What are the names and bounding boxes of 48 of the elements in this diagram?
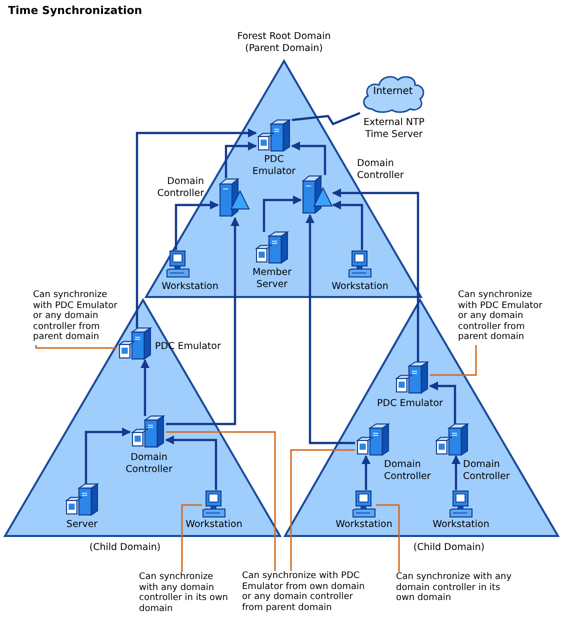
arrow	[362, 455, 370, 490]
arrow	[262, 196, 302, 232]
leader-line	[181, 504, 202, 572]
leader-line	[376, 504, 400, 572]
device-label: PDC Emulator	[251, 154, 297, 178]
arrow	[136, 128, 257, 328]
domain-label: (Child Domain)	[412, 542, 486, 554]
arrow	[332, 188, 420, 362]
callout-text: Can synchronize with any domain controller in its own domain	[139, 572, 235, 616]
device-label: Domain Controller	[124, 452, 174, 476]
connector-line	[292, 112, 360, 126]
callout-text: Can synchronize with PDC Emulator from own domain or any domain controller from parent domain	[242, 571, 368, 625]
device-label: Domain Controller	[384, 459, 432, 483]
arrow	[452, 455, 460, 490]
device-label: Workstation	[334, 519, 394, 531]
arrow	[174, 200, 219, 250]
callout-text: Can synchronize with any domain controller in its own domain	[396, 572, 520, 606]
leader-line	[290, 449, 355, 571]
device-label: Server	[65, 519, 99, 531]
arrow	[291, 142, 326, 175]
domain-label: Forest Root Domain (Parent Domain)	[236, 31, 332, 55]
arrow	[140, 359, 150, 416]
device-label: PDC Emulator	[155, 341, 222, 353]
device-label: Member Server	[251, 267, 293, 291]
leader-line	[166, 431, 276, 571]
arrow	[224, 142, 257, 178]
leader-line	[35, 345, 117, 349]
server-caption: External NTP Time Server	[362, 117, 426, 141]
device-label: Domain Controller	[463, 459, 511, 483]
arrow	[429, 382, 456, 424]
leader-line	[430, 345, 477, 376]
callout-text: Can synchronize with PDC Emulator or any domain controller from parent domain	[458, 290, 554, 345]
callout-text: Can synchronize with PDC Emulator or any domain controller from parent domain	[33, 290, 127, 345]
device-label: Workstation	[330, 281, 390, 293]
device-label: Domain Controller	[156, 176, 204, 200]
arrow	[84, 428, 131, 484]
device-label: Workstation	[184, 519, 244, 531]
cloud-label: Internet	[372, 86, 414, 98]
device-label: Workstation	[432, 519, 490, 531]
device-label: PDC Emulator	[376, 398, 444, 410]
domain-label: (Child Domain)	[88, 542, 162, 554]
arrow	[166, 217, 240, 426]
arrow	[306, 214, 355, 444]
arrow	[165, 436, 218, 490]
diagram-title: Time Synchronization	[8, 4, 142, 17]
device-label: Workstation	[160, 281, 220, 293]
device-label: Domain Controller	[357, 158, 405, 182]
arrow	[332, 200, 364, 250]
